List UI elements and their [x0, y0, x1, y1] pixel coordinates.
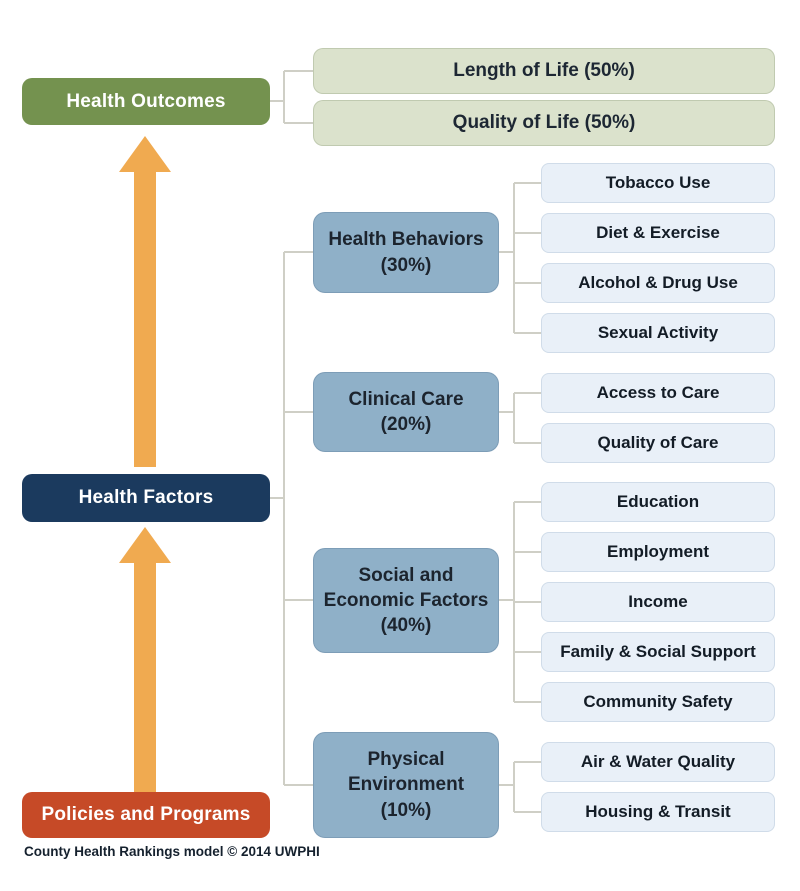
sub-label: Tobacco Use — [605, 173, 711, 192]
sub-education-box: Education — [541, 482, 775, 522]
group-label-line: Environment — [347, 774, 465, 796]
sub-employment-box: Employment — [541, 532, 775, 572]
outcome-quality-of-life-box: Quality of Life (50%) — [313, 100, 775, 146]
health-outcomes-box: Health Outcomes — [22, 78, 270, 125]
sub-label: Education — [616, 492, 700, 511]
model-attribution-caption: County Health Rankings model © 2014 UWPH… — [24, 844, 320, 859]
sub-label: Sexual Activity — [597, 323, 719, 342]
arrow-up-policies-to-factors-head — [119, 527, 171, 563]
group-label-line: Clinical Care — [348, 388, 464, 410]
group-label-line: Health Behaviors — [328, 229, 484, 251]
sub-community-safety-box: Community Safety — [541, 682, 775, 722]
sub-label: Access to Care — [596, 383, 720, 402]
sub-air-water-quality-box: Air & Water Quality — [541, 742, 775, 782]
outcome-length-of-life-label: Length of Life (50%) — [453, 60, 635, 81]
sub-diet-exercise-box: Diet & Exercise — [541, 213, 775, 253]
group-weight-line: (40%) — [380, 615, 432, 637]
health-factors-label: Health Factors — [78, 487, 214, 508]
group-label-line: Physical — [367, 749, 445, 771]
arrow-up-factors-to-outcomes-head — [119, 136, 171, 172]
sub-label: Community Safety — [583, 692, 733, 711]
sub-family-social-support-box: Family & Social Support — [541, 632, 775, 672]
sub-label: Quality of Care — [597, 433, 719, 452]
health-factors-box: Health Factors — [22, 474, 270, 522]
group-social-economic-factors-box: Social and Economic Factors (40%) — [313, 548, 499, 653]
group-weight-line: (30%) — [380, 254, 432, 276]
arrow-up-policies-to-factors-shaft — [134, 562, 156, 792]
policies-and-programs-box: Policies and Programs — [22, 792, 270, 838]
sub-sexual-activity-box: Sexual Activity — [541, 313, 775, 353]
group-weight-line: (10%) — [380, 799, 432, 821]
sub-income-box: Income — [541, 582, 775, 622]
arrow-up-factors-to-outcomes-shaft — [134, 171, 156, 467]
outcome-length-of-life-box: Length of Life (50%) — [313, 48, 775, 94]
sub-alcohol-drug-use-box: Alcohol & Drug Use — [541, 263, 775, 303]
policies-and-programs-label: Policies and Programs — [41, 804, 251, 825]
health-outcomes-label: Health Outcomes — [66, 90, 226, 112]
sub-housing-transit-box: Housing & Transit — [541, 792, 775, 832]
sub-access-to-care-box: Access to Care — [541, 373, 775, 413]
sub-label: Diet & Exercise — [596, 223, 720, 242]
group-health-behaviors-box: Health Behaviors (30%) — [313, 212, 499, 293]
sub-label: Air & Water Quality — [580, 752, 736, 771]
group-label-line: Economic Factors — [323, 589, 489, 611]
sub-label: Income — [628, 592, 688, 611]
outcome-quality-of-life-label: Quality of Life (50%) — [452, 112, 636, 133]
group-clinical-care-box: Clinical Care (20%) — [313, 372, 499, 452]
sub-label: Employment — [606, 542, 710, 561]
sub-quality-of-care-box: Quality of Care — [541, 423, 775, 463]
group-label-line: Social and — [358, 564, 454, 586]
group-weight-line: (20%) — [380, 414, 432, 435]
sub-label: Family & Social Support — [560, 642, 756, 661]
sub-label: Alcohol & Drug Use — [578, 273, 738, 292]
group-physical-environment-box: Physical Environment (10%) — [313, 732, 499, 838]
sub-tobacco-use-box: Tobacco Use — [541, 163, 775, 203]
sub-label: Housing & Transit — [585, 802, 731, 821]
